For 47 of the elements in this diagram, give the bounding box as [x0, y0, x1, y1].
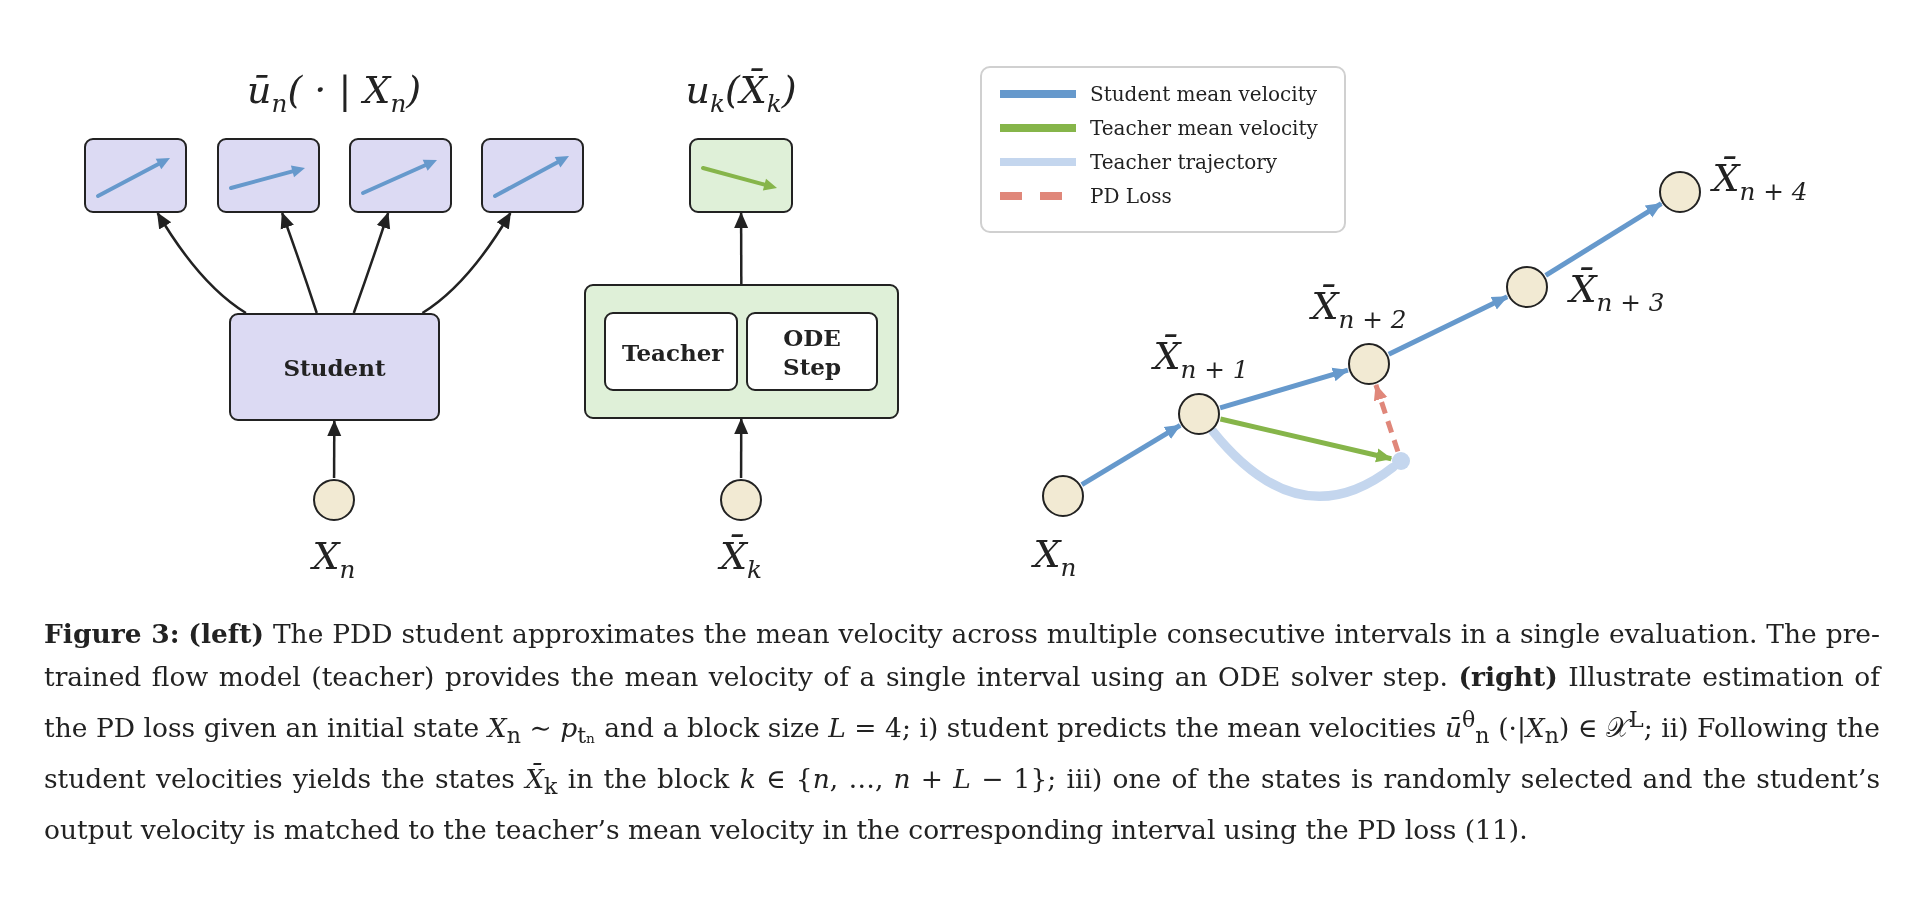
state-circle — [1506, 266, 1548, 308]
arrow — [421, 212, 512, 315]
arrow — [1219, 416, 1393, 463]
legend-label: Teacher mean velocity — [1090, 116, 1318, 140]
state-label: X$_{n}$ — [1033, 532, 1077, 582]
math-heading: u$_{k}$(X̄$_{k}$) — [685, 68, 797, 118]
node-label: Teacher — [621, 337, 725, 366]
legend-label: Teacher trajectory — [1090, 150, 1278, 174]
arrow — [352, 212, 391, 314]
vector-box — [217, 138, 320, 213]
state-circle — [1042, 475, 1084, 517]
figure-caption: Figure 3: (left) The PDD student approximates the mean velocity across multiple consecutive intervals in a single evaluation. The pre-trained flow model (teacher) provides the mean velocity of a single interval using an ODE solver step. (right) Illustrate estimation of the PD loss given an initial state X$_{n}$ ∼ p$_{tₙ}$ and a block size L = 4; i) student predicts the mean velocities ū$^{θ}$$_{n}$ (·|X$_{n}$) ∈ 𝒳$^{L}$; ii) Following the student velocities yields the states X̄$_{k}$ in the block k ∈ {n, …, n + L − 1}; iii) one of the states is randomly selected and the student’s output velocity is matched to the teacher’s mean velocity in the corresponding interval using the PD loss (11). — [44, 617, 1880, 848]
state-label: X̄$_{n + 4}$ — [1712, 156, 1808, 206]
arrow — [734, 418, 749, 478]
state-label: X̄$_{n + 1}$ — [1153, 334, 1249, 384]
arrow — [1387, 294, 1509, 357]
state-circle — [1659, 171, 1701, 213]
legend-label: PD Loss — [1090, 184, 1172, 208]
model-box — [229, 313, 440, 421]
state-label: X$_{n}$ — [312, 534, 356, 584]
vector-box — [689, 138, 793, 213]
state-circle — [1178, 393, 1220, 435]
arrow — [1544, 201, 1663, 278]
state-circle — [1348, 343, 1390, 385]
node-label: Student — [282, 352, 387, 382]
arrow — [327, 420, 342, 478]
state-circle — [720, 479, 762, 521]
state-label: X̄$_{n + 3}$ — [1569, 267, 1665, 317]
node-label: ODE Step — [782, 322, 842, 381]
arrow — [734, 212, 749, 284]
trajectory-curve — [1208, 426, 1398, 501]
arrow — [1080, 423, 1182, 487]
model-box — [746, 312, 878, 391]
state-circle — [313, 479, 355, 521]
arrow — [156, 212, 247, 315]
vector-box — [84, 138, 187, 213]
arrow — [1219, 367, 1349, 411]
vector-box — [481, 138, 584, 213]
state-label: X̄$_{n + 2}$ — [1311, 284, 1407, 334]
endpoint-dot — [1392, 452, 1410, 470]
arrow — [1373, 383, 1401, 453]
math-heading: ū$_{n}$( · | X$_{n}$) — [247, 68, 422, 118]
model-box — [604, 312, 738, 391]
model-container — [584, 284, 899, 419]
legend-label: Student mean velocity — [1090, 82, 1317, 106]
arrow — [280, 212, 318, 314]
vector-box — [349, 138, 452, 213]
